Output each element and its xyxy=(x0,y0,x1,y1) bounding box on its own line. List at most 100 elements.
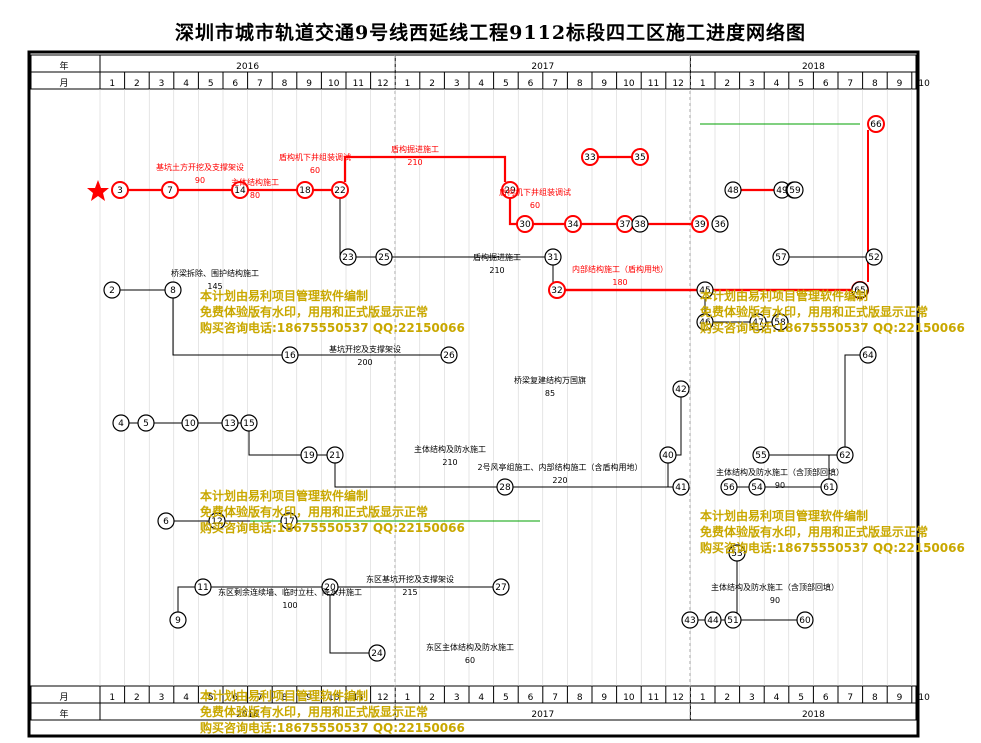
month-cell: 2 xyxy=(134,693,140,703)
activity-text: 基坑土方开挖及支撑架设 xyxy=(156,162,244,172)
month-cell: 6 xyxy=(823,79,829,89)
month-cell: 5 xyxy=(208,693,214,703)
node-label-38: 38 xyxy=(634,220,646,230)
node-60 xyxy=(796,611,814,629)
node-6 xyxy=(157,512,175,530)
node-label-35: 35 xyxy=(634,153,645,163)
month-cell: 3 xyxy=(454,79,460,89)
node-31 xyxy=(544,248,562,266)
month-cell: 1 xyxy=(405,79,411,89)
node-5 xyxy=(137,414,155,432)
node-label-40: 40 xyxy=(662,451,674,461)
node-label-48: 48 xyxy=(727,186,739,196)
node-14 xyxy=(231,181,249,199)
node-22 xyxy=(331,181,349,199)
node-36 xyxy=(711,215,729,233)
node-25 xyxy=(375,248,393,266)
activity-text: 东区剩余连续墙、临时立柱、降水井施工 xyxy=(218,587,362,597)
node-label-8: 8 xyxy=(170,286,176,296)
month-cell: 3 xyxy=(159,79,165,89)
node-label-6: 6 xyxy=(163,517,169,527)
node-48 xyxy=(724,181,742,199)
year-label: 年 xyxy=(59,708,68,720)
node-47 xyxy=(749,313,767,331)
activity-duration: 60 xyxy=(465,656,475,665)
node-label-43: 43 xyxy=(684,616,695,626)
watermark-line: 本计划由易利项目管理软件编制 xyxy=(200,688,368,703)
arrow-42-40 xyxy=(660,397,682,456)
month-cell: 5 xyxy=(798,79,804,89)
month-cell: 6 xyxy=(528,79,534,89)
activity-text: 盾构掘进施工 xyxy=(391,144,439,154)
activity-duration: 60 xyxy=(310,166,320,175)
month-cell: 9 xyxy=(601,693,607,703)
activity-text: 东区主体结构及防水施工 xyxy=(426,642,514,652)
watermark-line: 购买咨询电话:18675550537 QQ:22150066 xyxy=(200,720,465,735)
node-52 xyxy=(865,248,883,266)
month-cell: 5 xyxy=(798,693,804,703)
node-43 xyxy=(681,611,699,629)
year-cell: 2018 xyxy=(802,62,825,72)
node-label-54: 54 xyxy=(751,483,763,493)
node-label-55: 55 xyxy=(755,451,766,461)
node-41 xyxy=(672,478,690,496)
activity-duration: 90 xyxy=(775,481,785,490)
node-label-3: 3 xyxy=(117,186,123,196)
watermark: 本计划由易利项目管理软件编制免费体验版有水印，用用和正式版显示正常购买咨询电话:… xyxy=(200,288,965,735)
activity-text: 盾构掘进施工 xyxy=(473,252,521,262)
node-label-24: 24 xyxy=(371,649,383,659)
start-star-icon xyxy=(87,180,109,201)
activity-text: 主体结构及防水施工 xyxy=(414,444,486,454)
month-cell: 12 xyxy=(377,693,388,703)
node-label-12: 12 xyxy=(211,517,222,527)
node-21 xyxy=(326,446,344,464)
watermark-line: 本计划由易利项目管理软件编制 xyxy=(700,508,868,523)
node-label-29: 29 xyxy=(504,186,516,196)
month-cell: 6 xyxy=(528,693,534,703)
node-label-19: 19 xyxy=(303,451,315,461)
node-38 xyxy=(631,215,649,233)
activity-text: 内部结构施工（盾构用地） xyxy=(572,264,668,274)
node-33 xyxy=(581,148,599,166)
watermark-line: 购买咨询电话:18675550537 QQ:22150066 xyxy=(200,320,465,335)
month-cell: 4 xyxy=(183,79,189,89)
node-13 xyxy=(221,414,239,432)
node-62 xyxy=(836,446,854,464)
node-label-61: 61 xyxy=(823,483,834,493)
watermark-line: 购买咨询电话:18675550537 QQ:22150066 xyxy=(700,540,965,555)
node-label-22: 22 xyxy=(334,186,345,196)
node-label-49: 49 xyxy=(776,186,788,196)
month-cell: 3 xyxy=(749,693,755,703)
node-11 xyxy=(194,578,212,596)
activity-duration: 90 xyxy=(770,596,780,605)
activity-duration: 90 xyxy=(195,176,205,185)
month-cell: 8 xyxy=(872,693,878,703)
month-cell: 9 xyxy=(897,79,903,89)
node-label-41: 41 xyxy=(675,483,686,493)
year-cell: 2016 xyxy=(236,710,259,720)
activity-duration: 210 xyxy=(442,458,457,467)
activity-duration: 80 xyxy=(250,191,260,200)
activity-duration: 210 xyxy=(407,158,422,167)
month-cell: 7 xyxy=(552,693,558,703)
month-cell: 1 xyxy=(700,693,706,703)
arrow-8-16 xyxy=(172,298,282,356)
month-cell: 3 xyxy=(454,693,460,703)
node-label-53: 53 xyxy=(731,549,742,559)
month-cell: 11 xyxy=(648,693,659,703)
node-label-31: 31 xyxy=(547,253,558,263)
node-20 xyxy=(321,578,339,596)
month-cell: 10 xyxy=(918,79,930,89)
month-cell: 7 xyxy=(552,79,558,89)
activity-duration: 100 xyxy=(282,601,297,610)
node-7 xyxy=(161,181,179,199)
node-30 xyxy=(516,215,534,233)
node-40 xyxy=(659,446,677,464)
node-28 xyxy=(496,478,514,496)
month-cell: 2 xyxy=(429,79,435,89)
month-cell: 12 xyxy=(377,79,388,89)
critical-path-link xyxy=(343,155,507,182)
month-cell: 5 xyxy=(208,79,214,89)
